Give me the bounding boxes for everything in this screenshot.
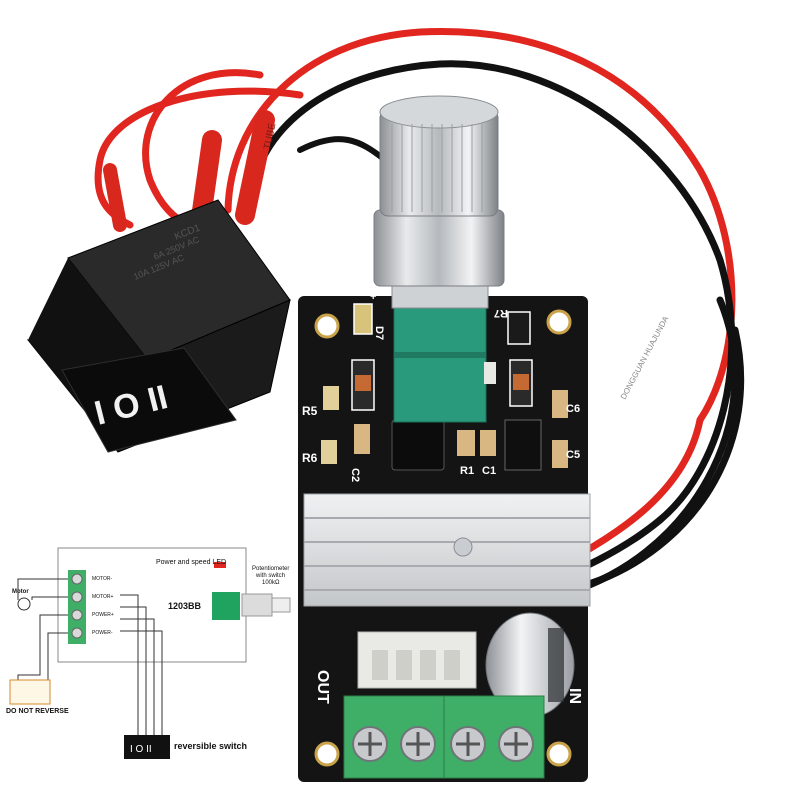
cap-c5 [552, 440, 568, 468]
diagram-terminal-motor-plus: MOTOR+ [92, 594, 114, 600]
diagram-switch-icon [124, 735, 170, 759]
wire-brand-print: DONGGUAN HUAJUNDA [619, 314, 671, 401]
connector-pin-3 [420, 650, 436, 680]
red-wire-left-2 [142, 69, 264, 229]
diagram-motor-icon [17, 597, 31, 611]
diagram-pot-label-2: with switch [256, 573, 286, 579]
chip-ic [391, 419, 445, 471]
connector-pin-4 [444, 650, 460, 680]
control-knob[interactable] [373, 95, 505, 287]
knob-base [373, 209, 505, 287]
resistor-r1 [457, 430, 475, 456]
diagram-chip-label: 1203BB [168, 601, 202, 611]
screw-terminal-out [343, 695, 445, 779]
diagram-battery-icon [9, 679, 51, 705]
potentiometer [391, 277, 496, 423]
diagram-led-icon [214, 562, 226, 568]
silk-c6: C6 [566, 403, 580, 415]
cap-c1 [480, 430, 496, 456]
knob-top [379, 95, 499, 129]
diagram-led-label: Power and speed LED [156, 559, 227, 566]
resistor-r5 [323, 386, 339, 410]
diagram-terminal-power-minus: POWER- [92, 630, 113, 636]
mounting-hole-br [546, 741, 572, 767]
tube-print: TUBE [262, 122, 278, 151]
diagram-switch-marks: I O II [130, 744, 152, 755]
silk-out: OUT [314, 670, 331, 704]
connector-pin-2 [396, 650, 412, 680]
pot-body [393, 305, 487, 423]
diagram-terminal-block [68, 570, 86, 644]
wiring-diagram: I O II [9, 547, 291, 759]
diagram-pot-label-1: Potentiometer [252, 566, 290, 572]
screw-terminal-in [443, 695, 545, 779]
resistor-r7 [507, 311, 531, 345]
diagram-do-not-reverse: DO NOT REVERSE [6, 708, 69, 715]
silk-r1: R1 [460, 465, 474, 477]
mounting-hole-bl [314, 741, 340, 767]
silk-in: IN [566, 688, 583, 704]
diagram-pot-icon [241, 593, 273, 617]
pwm-board: + D7 R7 R5 R6 C2 R1 C1 C6 C5 OUT IN [298, 291, 591, 782]
silk-c5: C5 [566, 449, 580, 461]
heat-shrink-2 [235, 110, 275, 225]
led-d7 [353, 303, 373, 335]
resistor-r6 [321, 440, 337, 464]
silk-r5: R5 [302, 404, 318, 418]
silk-r6: R6 [302, 451, 318, 465]
black-wire-loop [246, 60, 736, 524]
mosfet [504, 419, 542, 471]
heatsink [303, 493, 591, 607]
heatsink-screw [453, 537, 473, 557]
silk-c1: C1 [482, 465, 496, 477]
diagram-terminal-motor-minus: MOTOR- [92, 576, 113, 582]
silk-c2: C2 [349, 468, 361, 482]
diagram-pot-label-3: 100kΩ [262, 580, 280, 586]
silk-r7: R7 [494, 307, 508, 319]
red-wire-left-1 [94, 87, 304, 229]
cap-c6 [552, 390, 568, 418]
mounting-hole-tr [546, 309, 572, 335]
diagram-chip-icon [212, 592, 240, 620]
switch-rocker[interactable] [61, 347, 237, 453]
heat-shrink-3 [103, 163, 127, 232]
capacitor-stripe [548, 628, 564, 702]
mounting-hole-tl [314, 313, 340, 339]
heatsink-body [303, 493, 591, 607]
diagram-reversible-switch-label: reversible switch [174, 741, 248, 751]
silk-d7: D7 [373, 326, 385, 340]
diode-left-body [355, 375, 371, 391]
rocker-switch[interactable]: KCD1 6A 250V AC 10A 125V AC I O II [26, 199, 291, 453]
connector-pin-1 [372, 650, 388, 680]
diagram-terminal-power-plus: POWER+ [92, 612, 114, 618]
cap-c2 [354, 424, 370, 454]
silk-plus: + [370, 291, 376, 303]
diode-right-body [513, 374, 529, 390]
pot-switch-tab [484, 362, 496, 384]
diagram-motor-label: Motor [12, 589, 29, 595]
black-wire-to-pot [297, 136, 388, 163]
